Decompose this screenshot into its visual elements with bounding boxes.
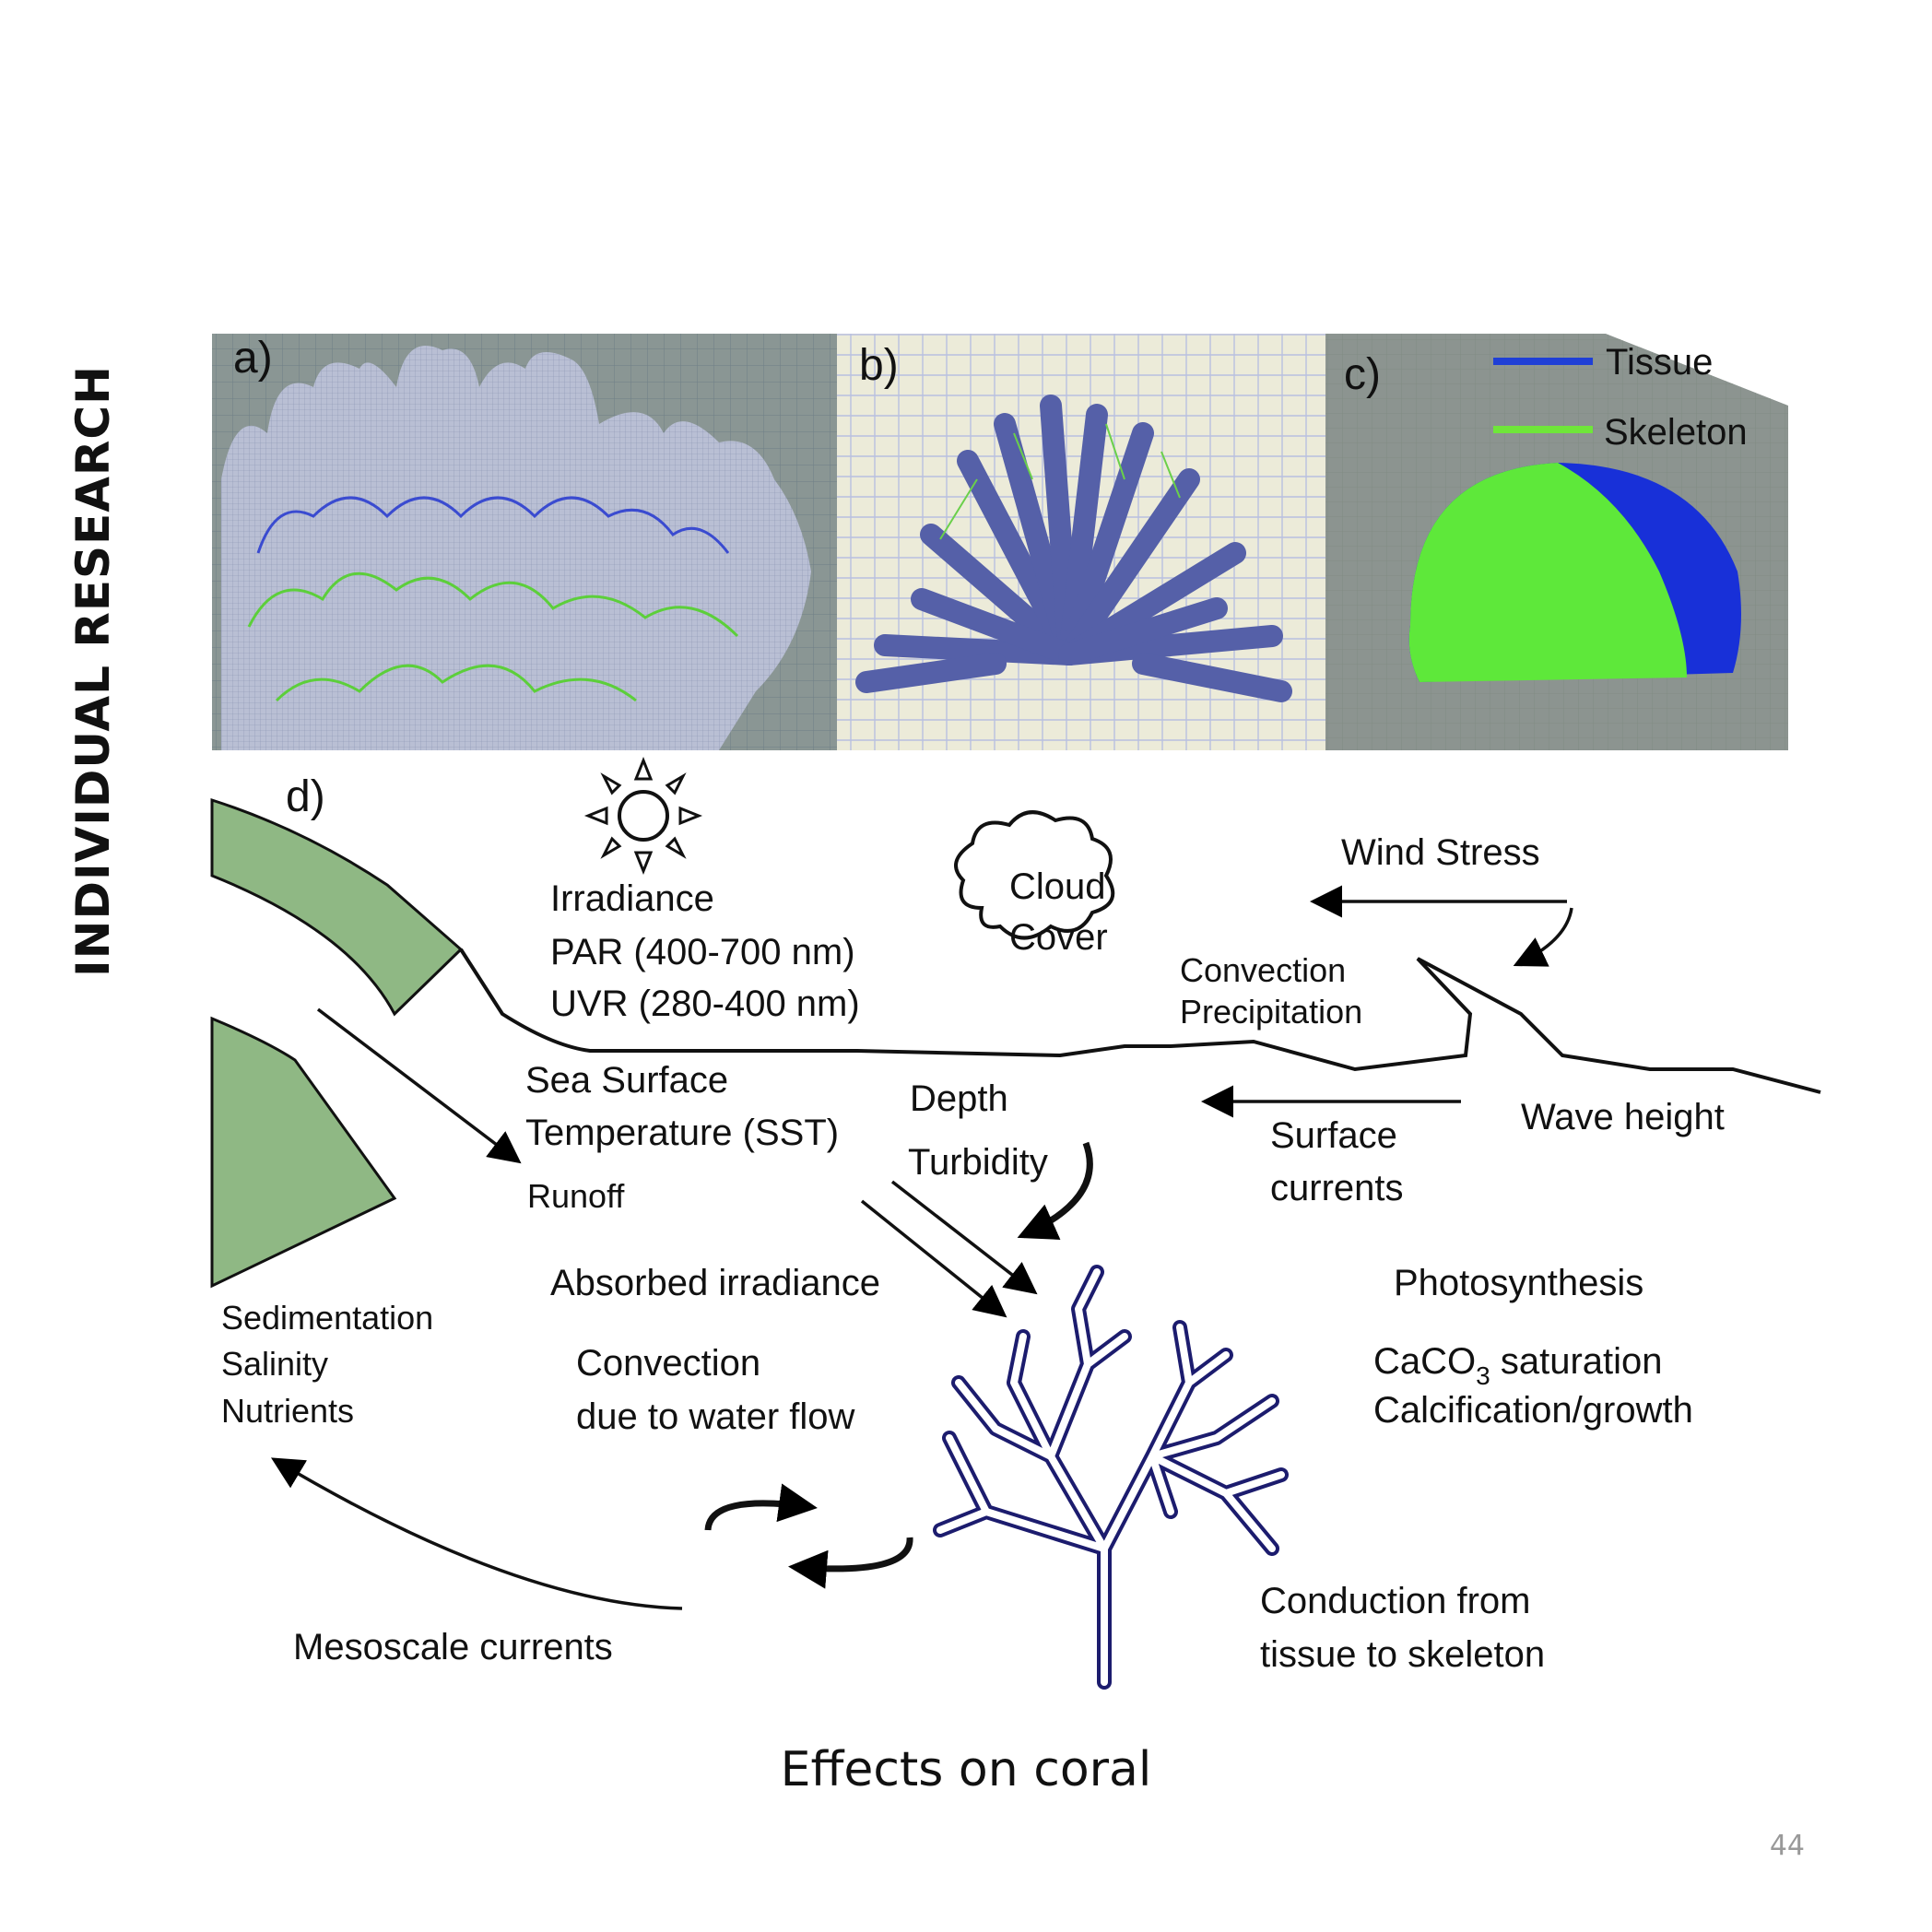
label-caco3: CaCO3 saturation: [1373, 1341, 1663, 1390]
sea-surface-line: [459, 948, 1821, 1094]
arrow-depth-curve: [1017, 1141, 1093, 1240]
cloud-icon: [954, 810, 1115, 940]
label-depth: Depth: [910, 1078, 1008, 1119]
panel-d-label: d): [286, 772, 325, 821]
panel-a-coral-mesh: a): [212, 334, 837, 750]
label-sea-surface: Sea Surface: [525, 1060, 728, 1101]
label-wave-height: Wave height: [1521, 1097, 1725, 1137]
label-water-flow: due to water flow: [576, 1396, 854, 1437]
label-sst: Temperature (SST): [525, 1113, 839, 1153]
coral-outline-icon: [933, 1265, 1289, 1690]
label-nutrients: Nutrients: [221, 1392, 354, 1430]
label-mesoscale: Mesoscale currents: [293, 1627, 613, 1667]
label-cover: Cover: [1009, 917, 1108, 958]
legend-skeleton-label: Skeleton: [1604, 412, 1748, 453]
label-absorbed-irradiance: Absorbed irradiance: [550, 1263, 880, 1303]
label-surface: Surface: [1270, 1115, 1397, 1156]
label-convection: Convection: [1180, 951, 1346, 989]
label-calcification: Calcification/growth: [1373, 1390, 1693, 1431]
page-number: 44: [1769, 1830, 1805, 1862]
arrow-absorbed: [860, 1199, 1007, 1318]
arrow-turbidity: [890, 1180, 1038, 1295]
label-precipitation: Precipitation: [1180, 993, 1362, 1031]
legend-tissue-label: Tissue: [1606, 342, 1713, 383]
panel-c-label: c): [1344, 350, 1381, 399]
panel-c-hemisphere: c) Tissue Skeleton: [1325, 334, 1788, 750]
land-upper: [210, 797, 464, 1017]
sun-icon: [583, 756, 703, 876]
label-tissue-skeleton: tissue to skeleton: [1260, 1634, 1545, 1675]
land-lower: [210, 1016, 397, 1289]
label-uvr: UVR (280-400 nm): [550, 984, 860, 1024]
label-wind-stress: Wind Stress: [1341, 832, 1540, 873]
label-convection-flow: Convection: [576, 1343, 760, 1384]
arrow-wind-curve: [1513, 907, 1573, 967]
panel-d-environment-diagram: d) Irradiance PAR (400-700 nm) UVR: [210, 756, 1821, 1690]
label-par: PAR (400-700 nm): [550, 932, 855, 972]
panel-b-label: b): [859, 341, 899, 390]
panel-b-branching-coral: b): [837, 334, 1325, 750]
label-currents: currents: [1270, 1168, 1404, 1208]
label-turbidity: Turbidity: [908, 1142, 1048, 1183]
figure-caption: Effects on coral: [780, 1742, 1152, 1797]
label-irradiance: Irradiance: [550, 878, 714, 919]
label-cloud: Cloud: [1009, 866, 1106, 907]
arrow-flow-left: [788, 1537, 913, 1589]
label-runoff: Runoff: [527, 1177, 625, 1215]
arrow-flow-right: [704, 1483, 818, 1531]
label-photosynthesis: Photosynthesis: [1394, 1263, 1643, 1303]
label-conduction: Conduction from: [1260, 1581, 1530, 1621]
label-sedimentation: Sedimentation: [221, 1299, 433, 1337]
panel-a-label: a): [233, 334, 273, 383]
arrow-mesoscale: [270, 1457, 683, 1610]
arrow-runoff: [316, 1007, 522, 1164]
label-salinity: Salinity: [221, 1345, 328, 1383]
